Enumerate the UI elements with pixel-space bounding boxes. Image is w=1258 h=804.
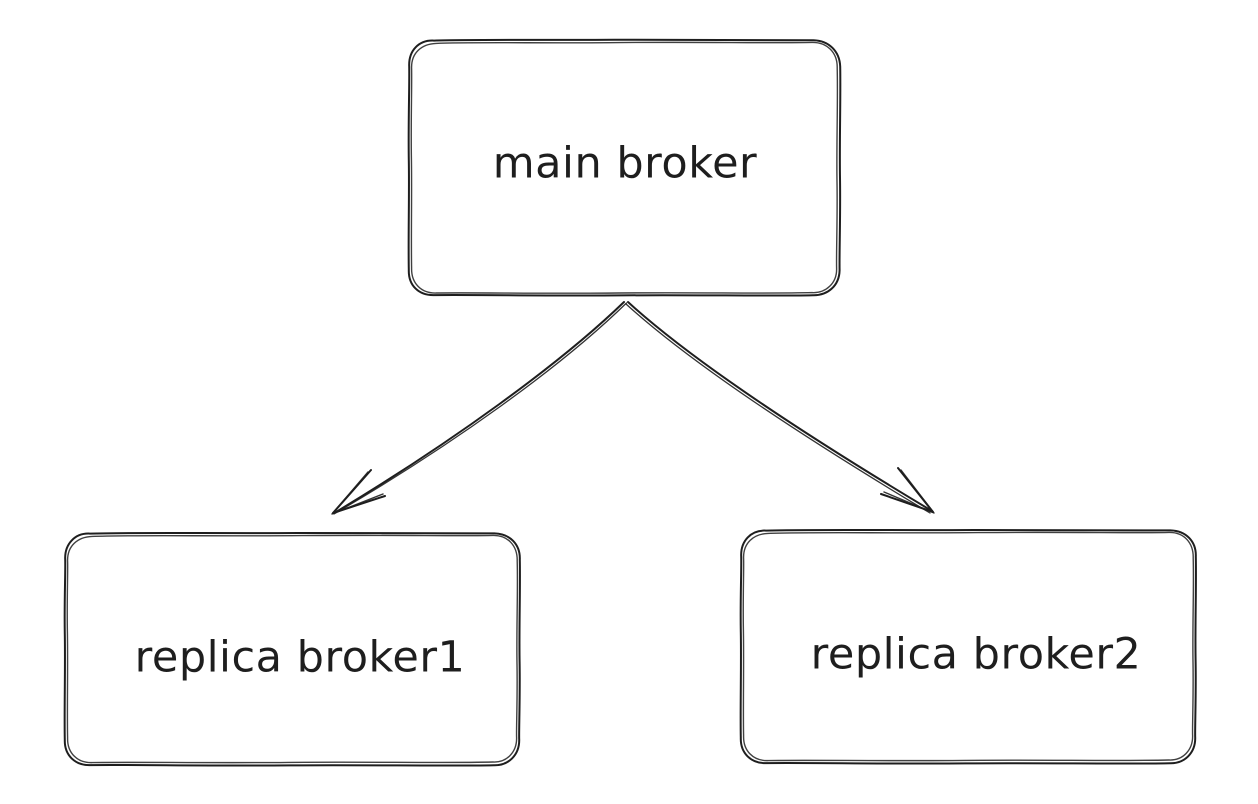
node-replica-broker2-outline [739,528,1197,765]
edge-main-to-replica1[interactable] [331,301,628,515]
edge-main-to-replica1-line-sketch [333,302,628,515]
node-replica-broker1-label: replica broker1 [135,633,466,683]
node-main-broker-outline [407,38,842,297]
node-main-broker-label: main broker [493,139,757,189]
edge-main-to-replica2[interactable] [625,301,935,514]
edge-main-to-replica2-arrowhead [880,467,934,513]
edge-main-to-replica2-line-sketch [625,303,931,514]
edge-main-to-replica2-line [627,301,933,512]
node-main-broker-outline-sketch [410,41,839,294]
node-replica-broker1[interactable]: replica broker1 [63,531,521,767]
edge-main-to-replica1-arrowhead [332,469,386,514]
node-main-broker[interactable]: main broker [407,38,842,297]
edge-main-to-replica1-line [335,301,625,513]
node-replica-broker2-label: replica broker2 [811,630,1142,680]
node-replica-broker2-outline-sketch [742,531,1195,762]
node-replica-broker2[interactable]: replica broker2 [739,528,1197,765]
edge-main-to-replica1-arrowhead-sketch [331,471,384,515]
edge-main-to-replica2-arrowhead-sketch [883,469,935,514]
node-replica-broker1-outline [63,531,521,767]
node-replica-broker1-outline-sketch [66,534,519,764]
